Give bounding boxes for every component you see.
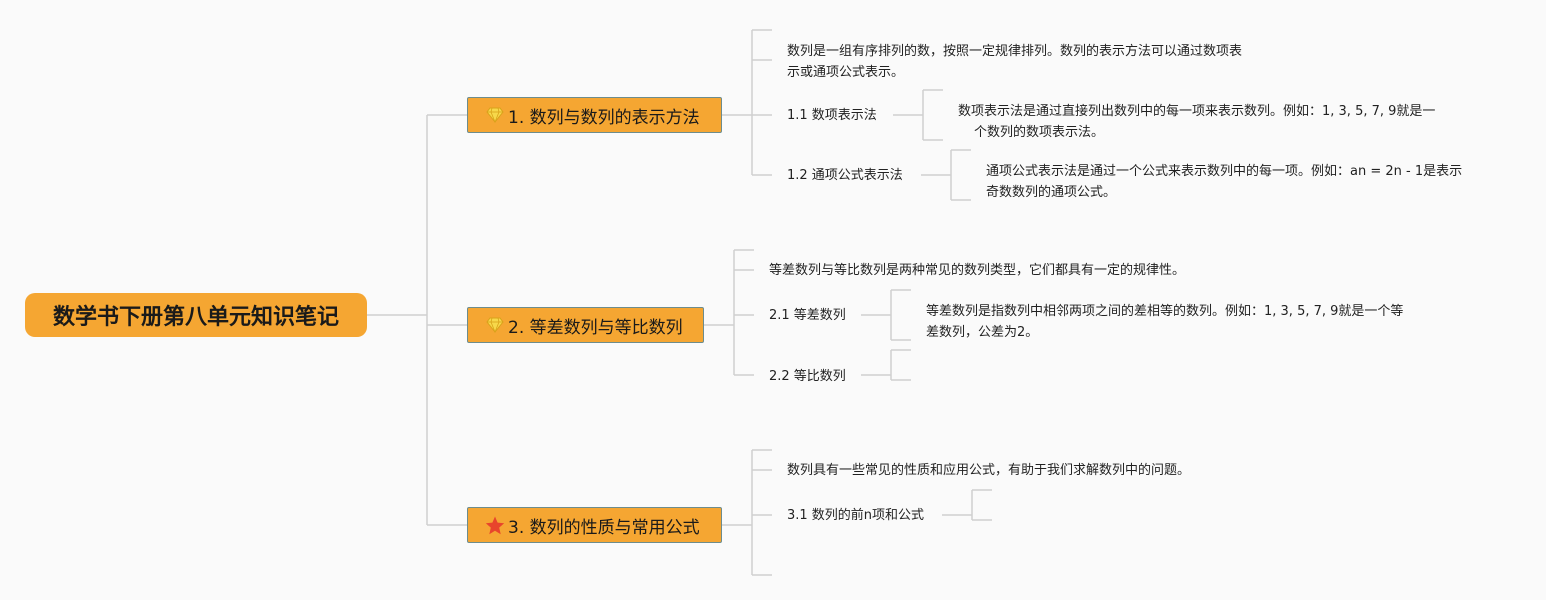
- topic-3-summary-line-1: 数列具有一些常见的性质和应用公式，有助于我们求解数列中的问题。: [787, 463, 1191, 478]
- subtopic-1-1[interactable]: 1.1 数项表示法: [787, 105, 877, 126]
- topic-1-summary: 数列是一组有序排列的数，按照一定规律排列。数列的表示方法可以通过数项表 示或通项…: [787, 41, 1242, 83]
- subtopic-2-1-detail-line-1: 等差数列是指数列中相邻两项之间的差相等的数列。例如：1, 3, 5, 7, 9就…: [926, 304, 1404, 319]
- topic-2-label: 2. 等差数列与等比数列: [508, 317, 683, 338]
- subtopic-1-2-detail: 通项公式表示法是通过一个公式来表示数列中的每一项。例如：an = 2n - 1是…: [986, 161, 1462, 203]
- subtopic-2-1-label: 2.1 等差数列: [769, 308, 846, 323]
- root-topic[interactable]: 数学书下册第八单元知识笔记: [25, 293, 367, 337]
- root-topic-label: 数学书下册第八单元知识笔记: [52, 305, 339, 330]
- topic-3-summary: 数列具有一些常见的性质和应用公式，有助于我们求解数列中的问题。: [787, 460, 1190, 481]
- subtopic-1-1-detail-line-2: 个数列的数项表示法。: [974, 125, 1105, 140]
- topic-2-summary-line-1: 等差数列与等比数列是两种常见的数列类型，它们都具有一定的规律性。: [769, 263, 1186, 278]
- subtopic-3-1[interactable]: 3.1 数列的前n项和公式: [787, 505, 924, 526]
- subtopic-2-2[interactable]: 2.2 等比数列: [769, 366, 846, 387]
- subtopic-2-1[interactable]: 2.1 等差数列: [769, 305, 846, 326]
- subtopic-2-1-detail-line-2: 差数列，公差为2。: [926, 325, 1039, 340]
- subtopic-3-1-label: 3.1 数列的前n项和公式: [787, 508, 925, 523]
- diamond-icon: [484, 314, 506, 336]
- topic-2-summary: 等差数列与等比数列是两种常见的数列类型，它们都具有一定的规律性。: [769, 260, 1185, 281]
- topic-1-summary-line-1: 数列是一组有序排列的数，按照一定规律排列。数列的表示方法可以通过数项表: [787, 44, 1243, 59]
- subtopic-1-2-detail-line-2: 奇数数列的通项公式。: [986, 185, 1117, 200]
- subtopic-1-2-label: 1.2 通项公式表示法: [787, 168, 903, 183]
- diamond-icon: [484, 104, 506, 126]
- subtopic-2-2-label: 2.2 等比数列: [769, 369, 846, 384]
- topic-3[interactable]: 3. 数列的性质与常用公式: [467, 507, 722, 543]
- topic-1-label: 1. 数列与数列的表示方法: [508, 107, 700, 128]
- subtopic-1-2-detail-line-1: 通项公式表示法是通过一个公式来表示数列中的每一项。例如：an = 2n - 1是…: [986, 164, 1463, 179]
- star-icon: [484, 514, 506, 536]
- topic-1-summary-line-2: 示或通项公式表示。: [787, 65, 905, 80]
- topic-1[interactable]: 1. 数列与数列的表示方法: [467, 97, 722, 133]
- subtopic-2-1-detail: 等差数列是指数列中相邻两项之间的差相等的数列。例如：1, 3, 5, 7, 9就…: [926, 301, 1403, 343]
- subtopic-1-2[interactable]: 1.2 通项公式表示法: [787, 165, 903, 186]
- topic-2[interactable]: 2. 等差数列与等比数列: [467, 307, 704, 343]
- subtopic-1-1-detail-line-1: 数项表示法是通过直接列出数列中的每一项来表示数列。例如：1, 3, 5, 7, …: [958, 104, 1436, 119]
- subtopic-1-1-label: 1.1 数项表示法: [787, 108, 877, 123]
- topic-3-label: 3. 数列的性质与常用公式: [508, 517, 700, 538]
- subtopic-1-1-detail: 数项表示法是通过直接列出数列中的每一项来表示数列。例如：1, 3, 5, 7, …: [958, 101, 1435, 143]
